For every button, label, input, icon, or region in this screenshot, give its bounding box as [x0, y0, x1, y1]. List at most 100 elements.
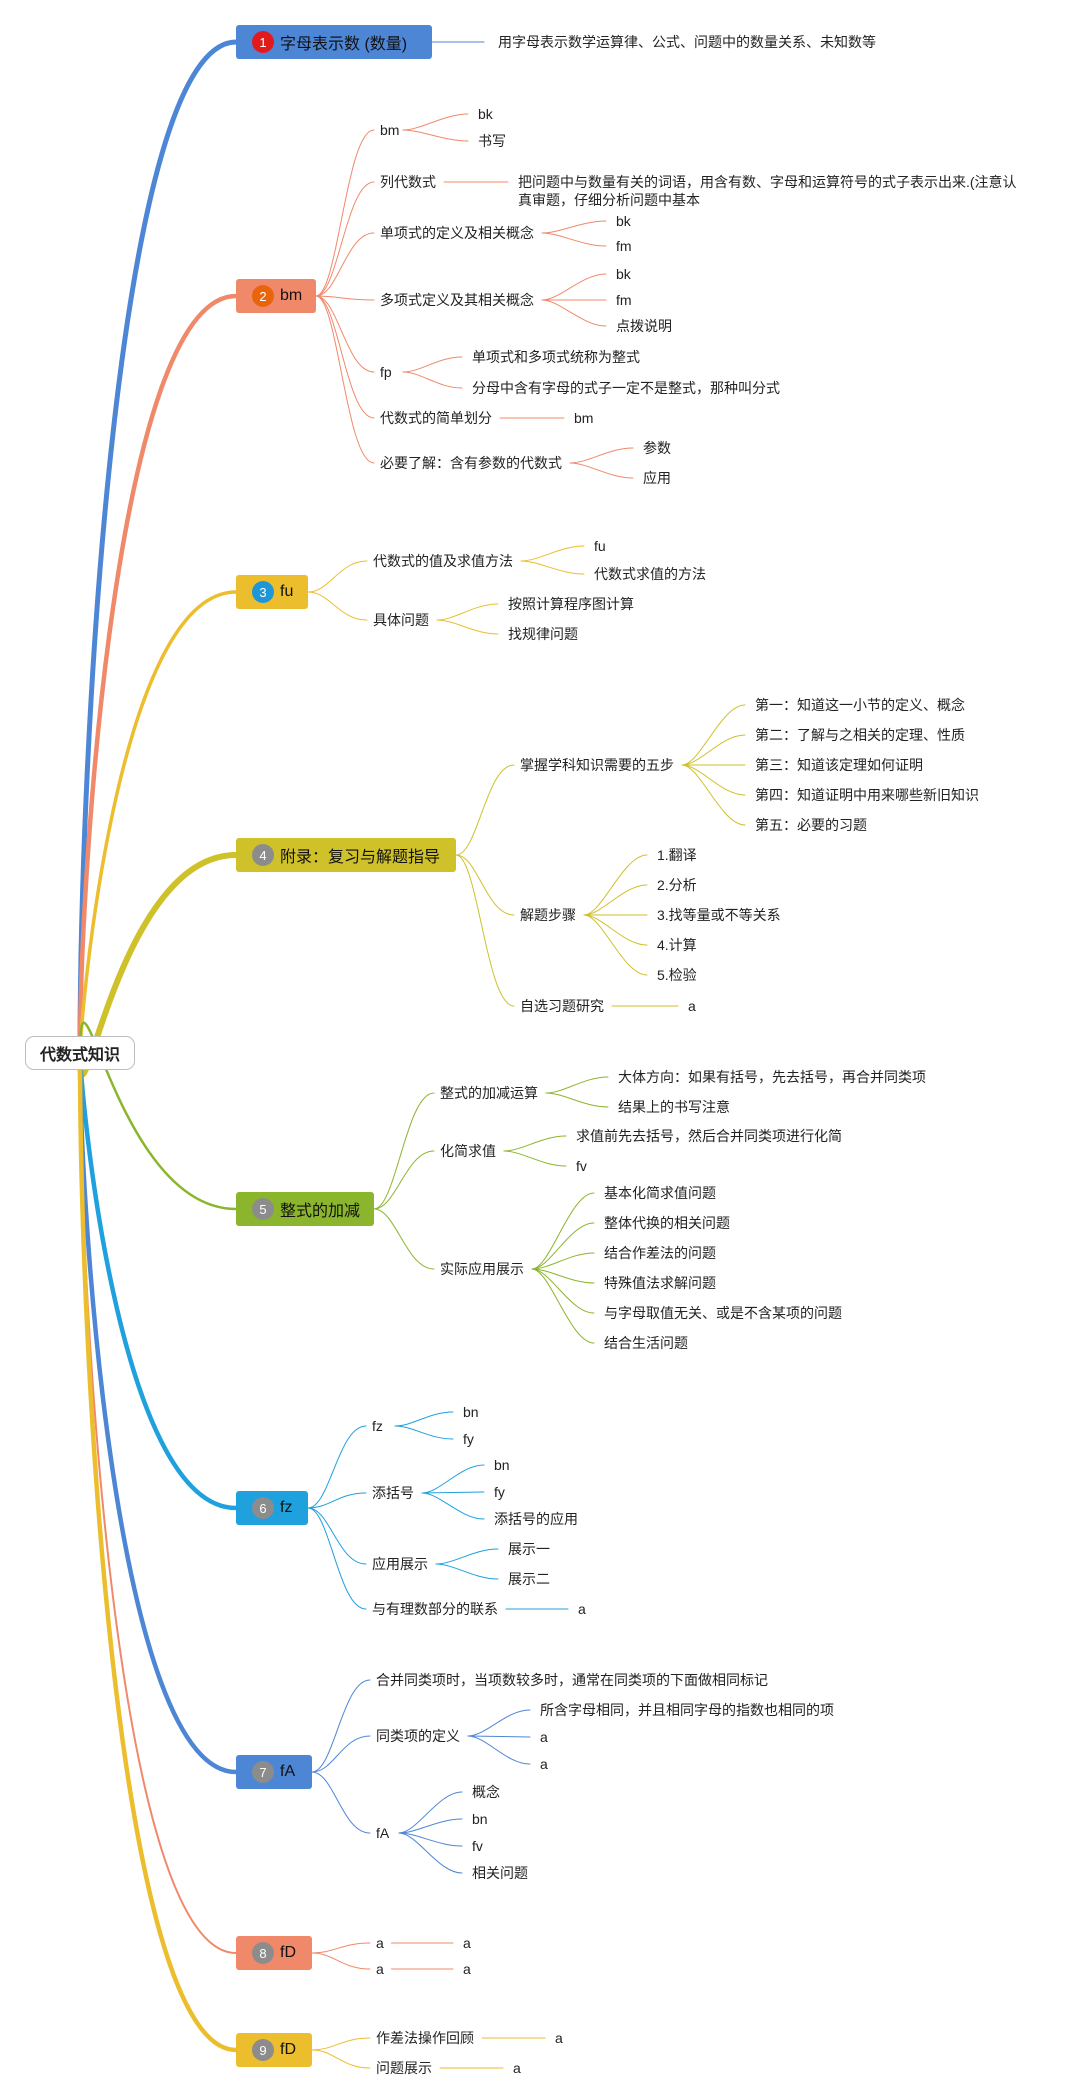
topic-node[interactable]: 具体问题 — [373, 612, 429, 628]
topic-node[interactable]: fA — [376, 1825, 390, 1841]
child-connector — [373, 1150, 435, 1210]
topic-node[interactable]: 问题展示 — [376, 2060, 432, 2076]
topic-node[interactable]: 自选习题研究 — [520, 998, 604, 1014]
leaf-node[interactable]: 整体代换的相关问题 — [604, 1215, 730, 1231]
leaf-node[interactable]: fy — [494, 1484, 505, 1500]
leaf-node[interactable]: 求值前先去括号，然后合并同类项进行化简 — [576, 1128, 842, 1144]
topic-node[interactable]: bm — [380, 122, 400, 138]
leaf-node[interactable]: 代数式求值的方法 — [594, 566, 706, 582]
topic-node[interactable]: 同类项的定义 — [376, 1728, 460, 1744]
branch-label: fz — [280, 1499, 293, 1516]
leaf-node[interactable]: 结合作差法的问题 — [604, 1245, 716, 1261]
topic-node[interactable]: 实际应用展示 — [440, 1261, 524, 1277]
leaf-node[interactable]: fu — [594, 538, 606, 554]
topic-node[interactable]: 与有理数部分的联系 — [372, 1601, 498, 1617]
leaf-node[interactable]: fv — [576, 1158, 587, 1174]
leaf-node[interactable]: 第四：知道证明中用来哪些新旧知识 — [755, 787, 979, 803]
leaf-node[interactable]: 分母中含有字母的式子一定不是整式，那种叫分式 — [472, 380, 780, 396]
topic-node[interactable]: 化简求值 — [440, 1143, 496, 1159]
leaf-node[interactable]: a — [540, 1729, 548, 1745]
leaf-connector — [520, 560, 585, 575]
topic-node[interactable]: 单项式的定义及相关概念 — [380, 225, 534, 241]
leaf-node[interactable]: 第二：了解与之相关的定理、性质 — [755, 727, 965, 743]
leaf-node[interactable]: bk — [616, 266, 631, 282]
leaf-node[interactable]: bn — [472, 1811, 488, 1827]
leaf-node[interactable]: a — [555, 2030, 563, 2046]
leaf-node[interactable]: 特殊值法求解问题 — [604, 1275, 716, 1291]
leaf-node[interactable]: fy — [463, 1431, 474, 1447]
root-node[interactable]: 代数式知识 — [25, 1036, 135, 1070]
topic-node[interactable]: fz — [372, 1418, 383, 1434]
branch-connector — [77, 39, 239, 1057]
topic-node[interactable]: 多项式定义及其相关概念 — [380, 292, 534, 308]
leaf-node[interactable]: 5.检验 — [657, 967, 697, 983]
topic-node[interactable]: a — [376, 1935, 384, 1951]
leaf-node[interactable]: 概念 — [472, 1784, 500, 1800]
topic-node[interactable]: 必要了解：含有参数的代数式 — [380, 455, 562, 471]
leaf-node[interactable]: 3.找等量或不等关系 — [657, 907, 781, 923]
leaf-node[interactable]: 书写 — [478, 133, 506, 149]
leaf-node[interactable]: 点拨说明 — [616, 318, 672, 334]
topic-node[interactable]: 合并同类项时，当项数较多时，通常在同类项的下面做相同标记 — [376, 1672, 768, 1688]
leaf-node[interactable]: 找规律问题 — [508, 626, 578, 642]
leaf-node[interactable]: bk — [478, 106, 493, 122]
leaf-node[interactable]: fm — [616, 238, 632, 254]
leaf-node[interactable]: a — [540, 1756, 548, 1772]
leaf-node[interactable]: fv — [472, 1838, 483, 1854]
leaf-node[interactable]: 与字母取值无关、或是不含某项的问题 — [604, 1305, 842, 1321]
leaf-connector — [541, 220, 607, 234]
topic-node[interactable]: 添括号 — [372, 1485, 414, 1501]
leaf-node[interactable]: 展示二 — [508, 1571, 550, 1587]
topic-node[interactable]: 列代数式 — [380, 174, 436, 190]
leaf-node[interactable]: a — [578, 1601, 586, 1617]
leaf-node[interactable]: 把问题中与数量有关的词语，用含有数、字母和运算符号的式子表示出来.(注意认真审题… — [518, 174, 1017, 208]
topic-node[interactable]: fp — [380, 364, 392, 380]
leaf-node[interactable]: 单项式和多项式统称为整式 — [472, 349, 640, 365]
leaf-node[interactable]: bk — [616, 213, 631, 229]
leaf-node[interactable]: a — [463, 1961, 471, 1977]
leaf-node[interactable]: 结合生活问题 — [604, 1335, 688, 1351]
leaf-node[interactable]: bn — [463, 1404, 479, 1420]
leaf-node[interactable]: 大体方向：如果有括号，先去括号，再合并同类项 — [618, 1069, 926, 1085]
leaf-node[interactable]: 基本化简求值问题 — [604, 1185, 716, 1201]
leaf-node[interactable]: bn — [494, 1457, 510, 1473]
leaf-node[interactable]: 相关问题 — [472, 1865, 528, 1881]
topic-node[interactable]: 掌握学科知识需要的五步 — [520, 757, 674, 773]
leaf-node[interactable]: a — [463, 1935, 471, 1951]
leaf-node[interactable]: fm — [616, 292, 632, 308]
leaf-node[interactable]: 应用 — [643, 470, 671, 486]
leaf-node[interactable]: bm — [574, 410, 594, 426]
topic-node[interactable]: 解题步骤 — [520, 907, 576, 923]
leaf-node[interactable]: 1.翻译 — [657, 847, 697, 863]
leaf-node[interactable]: 参数 — [643, 440, 671, 456]
leaf-node[interactable]: 结果上的书写注意 — [618, 1099, 730, 1115]
leaf-node[interactable]: 2.分析 — [657, 877, 697, 893]
leaf-node[interactable]: 4.计算 — [657, 937, 697, 953]
topic-node[interactable]: 用字母表示数学运算律、公式、问题中的数量关系、未知数等 — [498, 34, 876, 50]
topic-node[interactable]: a — [376, 1961, 384, 1977]
branch-connector — [78, 590, 238, 1056]
topic-node[interactable]: 应用展示 — [372, 1556, 428, 1572]
leaf-node[interactable]: 第五：必要的习题 — [755, 817, 867, 833]
leaf-node[interactable]: 展示一 — [508, 1541, 550, 1557]
leaf-node[interactable]: 添括号的应用 — [494, 1511, 578, 1527]
topic-node[interactable]: 代数式的简单划分 — [380, 410, 492, 426]
leaf-node[interactable]: a — [688, 998, 696, 1014]
leaf-node[interactable]: 按照计算程序图计算 — [508, 596, 634, 612]
leaf-node[interactable]: 第一：知道这一小节的定义、概念 — [755, 697, 965, 713]
leaf-node[interactable]: a — [513, 2060, 521, 2076]
topic-node[interactable]: 代数式的值及求值方法 — [373, 553, 513, 569]
topic-node[interactable]: 整式的加减运算 — [440, 1085, 538, 1101]
topic-node[interactable]: 作差法操作回顾 — [376, 2030, 474, 2046]
leaf-node[interactable]: 第三：知道该定理如何证明 — [755, 757, 923, 773]
leaf-node[interactable]: 所含字母相同，并且相同字母的指数也相同的项 — [540, 1702, 834, 1718]
